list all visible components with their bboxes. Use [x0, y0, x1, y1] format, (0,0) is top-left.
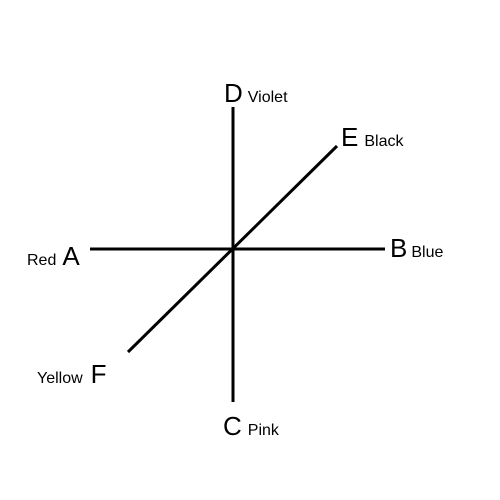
line-FE — [126, 144, 339, 354]
point-letter-e: E — [341, 122, 359, 152]
point-letter-f: F — [90, 359, 107, 389]
label-point-d: D Violet — [224, 80, 288, 106]
label-point-c: C Pink — [223, 413, 279, 439]
point-letter-d: D — [224, 78, 243, 108]
label-point-b: B Blue — [390, 235, 443, 261]
color-name-yellow: Yellow — [37, 370, 83, 387]
label-point-e: E Black — [341, 124, 403, 150]
color-name-violet: Violet — [247, 89, 288, 106]
point-letter-a: A — [62, 241, 80, 271]
point-letter-c: C — [223, 411, 242, 441]
label-point-f: Yellow F — [37, 361, 107, 387]
label-point-a: Red A — [27, 243, 80, 269]
color-name-red: Red — [27, 252, 57, 269]
color-name-pink: Pink — [247, 422, 279, 439]
point-letter-b: B — [390, 233, 408, 263]
color-name-blue: Blue — [411, 244, 444, 261]
color-name-black: Black — [364, 133, 404, 150]
